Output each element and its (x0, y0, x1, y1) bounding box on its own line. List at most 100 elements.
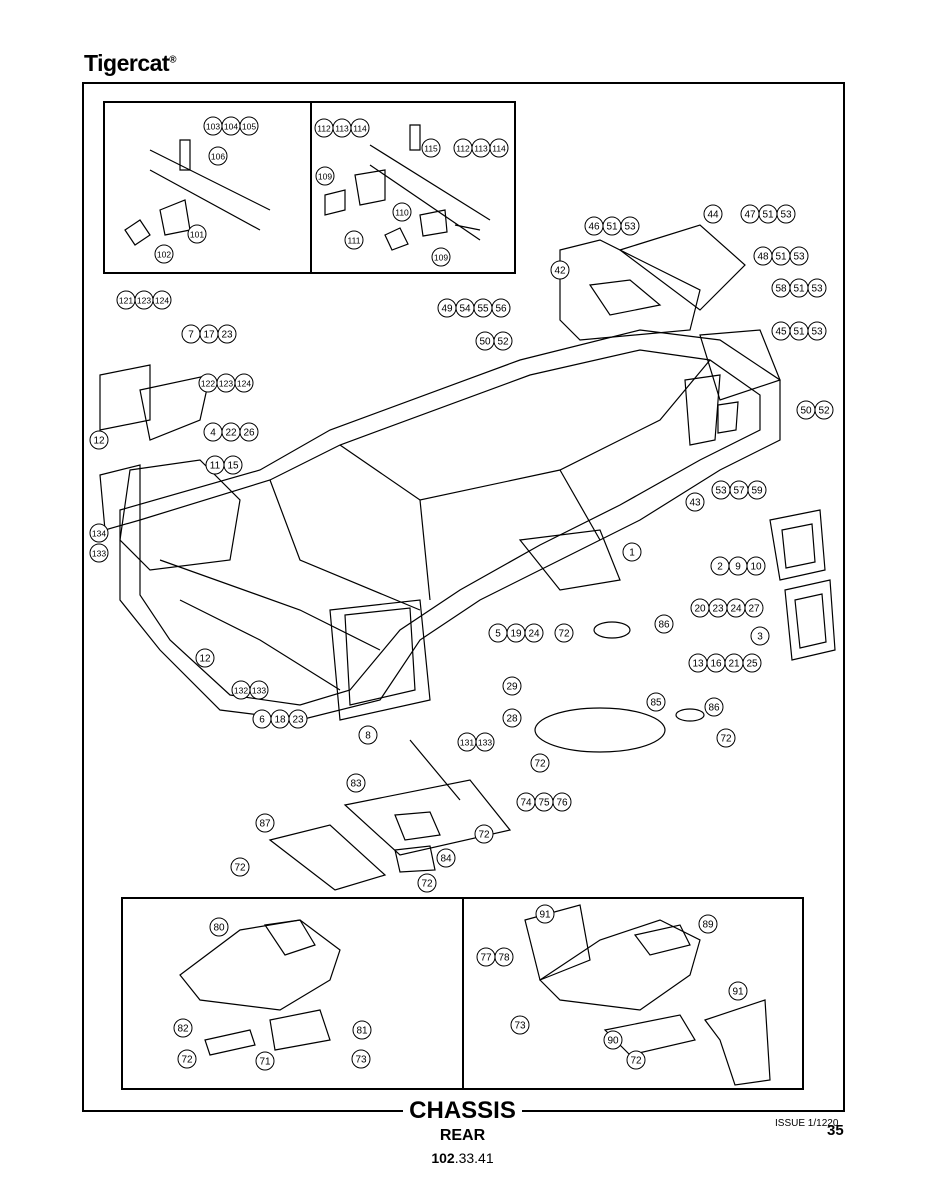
callout-number: 50 (800, 406, 812, 417)
callout-number: 44 (707, 210, 719, 221)
callout-group: 86 (654, 614, 674, 634)
callout-balloon (89, 430, 109, 450)
callout-number: 73 (355, 1055, 367, 1066)
callout-balloon (703, 204, 723, 224)
callout-number: 133 (252, 686, 266, 696)
callout-number: 83 (350, 779, 362, 790)
callout-number: 23 (292, 715, 304, 726)
callout-number: 5 (495, 629, 501, 640)
callout-balloon (646, 692, 666, 712)
callout-number: 18 (274, 715, 286, 726)
page-title: CHASSIS (0, 1097, 925, 1125)
callout-number: 86 (708, 703, 720, 714)
callout-balloon (217, 324, 237, 344)
callout-group: 72 (626, 1050, 646, 1070)
callout-number: 22 (225, 428, 237, 439)
callout-balloon (208, 146, 228, 166)
callout-number: 72 (720, 734, 732, 745)
callout-balloon (535, 904, 555, 924)
callout-number: 84 (440, 854, 452, 865)
callout-number: 110 (395, 208, 409, 218)
callout-balloon (431, 247, 451, 267)
callout-number: 72 (181, 1055, 193, 1066)
callout-balloon (89, 523, 109, 543)
callout-number: 55 (477, 304, 489, 315)
callout-number: 109 (318, 172, 332, 182)
callout-group: 72 (417, 873, 437, 893)
callout-balloon (603, 1030, 623, 1050)
callout-group: 109 (315, 166, 335, 186)
callout-balloon (223, 455, 243, 475)
callout-balloon (358, 725, 378, 745)
callout-balloon (550, 260, 570, 280)
callout-group: 73 (510, 1015, 530, 1035)
callout-number: 51 (775, 252, 787, 263)
callout-balloon (622, 542, 642, 562)
callout-balloon (195, 648, 215, 668)
callout-group: 101 (187, 224, 207, 244)
callout-group: 80 (209, 917, 229, 937)
callout-number: 13 (692, 659, 704, 670)
callout-number: 51 (606, 222, 618, 233)
callout-number: 52 (497, 337, 509, 348)
callout-balloon (234, 373, 254, 393)
callout-number: 102 (157, 250, 171, 260)
chassis-drawing (99, 124, 836, 1086)
callout-number: 47 (744, 210, 756, 221)
brand-logo: Tigercat® (84, 50, 176, 76)
callout-balloon (744, 598, 764, 618)
callout-group: 115 (421, 138, 441, 158)
callout-number: 91 (732, 987, 744, 998)
callout-number: 9 (735, 562, 741, 573)
callout-number: 78 (498, 953, 510, 964)
callout-number: 53 (780, 210, 792, 221)
callout-number: 74 (520, 798, 532, 809)
callout-group: 87 (255, 813, 275, 833)
callout-balloon (249, 680, 269, 700)
callout-balloon (255, 813, 275, 833)
callout-number: 8 (365, 731, 371, 742)
callout-balloon (742, 653, 762, 673)
callout-group: 72 (554, 623, 574, 643)
callout-group: 12 (89, 430, 109, 450)
callout-number: 53 (811, 327, 823, 338)
callout-balloon (704, 697, 724, 717)
callout-balloon (315, 166, 335, 186)
callout-number: 11 (210, 461, 221, 472)
callout-number: 48 (757, 252, 769, 263)
callout-number: 53 (793, 252, 805, 263)
callout-number: 73 (514, 1021, 526, 1032)
callout-number: 54 (459, 304, 471, 315)
callout-number: 45 (775, 327, 787, 338)
callout-balloon (239, 422, 259, 442)
page-subtitle: REAR (439, 1127, 486, 1144)
document-code: 102.33.41 (431, 1150, 494, 1166)
callout-group: 71 (255, 1051, 275, 1071)
callout-group: 28 (502, 708, 522, 728)
callout-group: 3 (750, 626, 770, 646)
callout-number: 12 (199, 654, 211, 665)
callout-balloon (255, 1051, 275, 1071)
callout-balloon (814, 400, 834, 420)
callout-balloon (698, 914, 718, 934)
callout-balloon (728, 981, 748, 1001)
callout-group: 8 (358, 725, 378, 745)
callout-number: 20 (694, 604, 706, 615)
callout-balloon (344, 230, 364, 250)
callout-group: 72 (716, 728, 736, 748)
callout-number: 103 (206, 122, 220, 132)
callout-number: 29 (506, 682, 518, 693)
callout-balloon (489, 138, 509, 158)
callout-number: 133 (478, 738, 492, 748)
callout-balloon (177, 1049, 197, 1069)
